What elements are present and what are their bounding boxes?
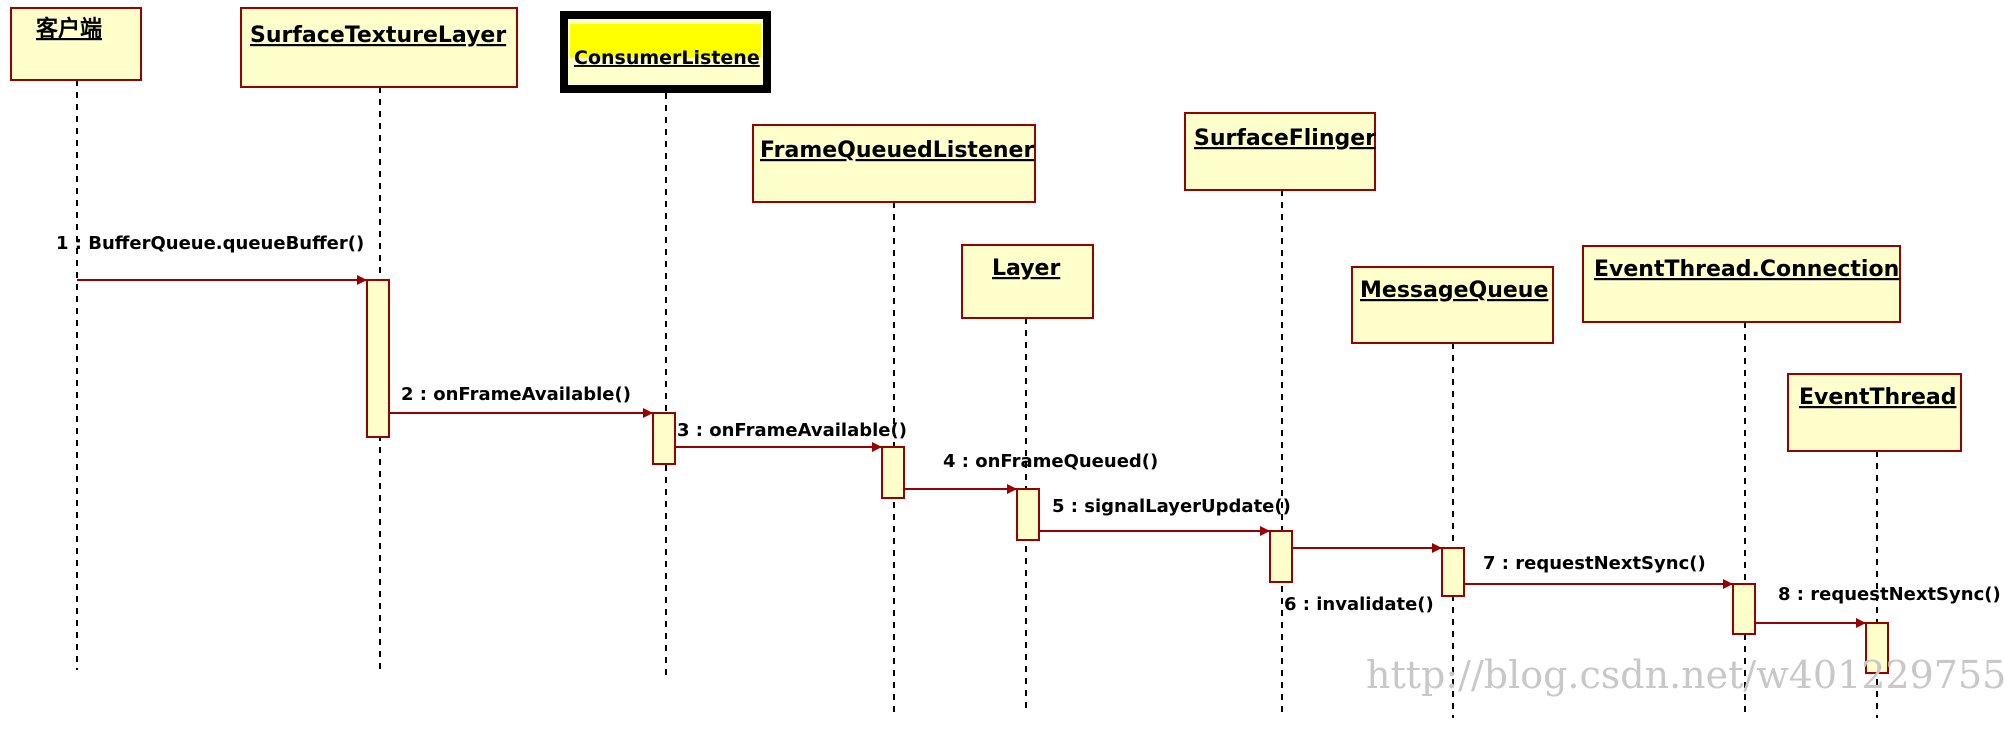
message-6[interactable]: 6 : invalidate() bbox=[1284, 543, 1442, 615]
message-1[interactable]: 1 : BufferQueue.queueBuffer() bbox=[56, 233, 367, 285]
message-7[interactable]: 7 : requestNextSync() bbox=[1464, 553, 1733, 589]
activation-bar bbox=[366, 279, 390, 438]
watermark: http://blog.csdn.net/w401229755 bbox=[1366, 653, 2004, 697]
actor-surface-texture-layer-label: SurfaceTextureLayer bbox=[250, 23, 506, 48]
message-3-label: 3 : onFrameAvailable() bbox=[677, 420, 907, 441]
actor-event-thread-label: EventThread bbox=[1799, 385, 1957, 410]
activation-bar bbox=[1441, 547, 1465, 597]
message-5[interactable]: 5 : signalLayerUpdate() bbox=[1039, 496, 1291, 536]
message-7-label: 7 : requestNextSync() bbox=[1483, 553, 1706, 574]
actor-consumer-listener[interactable]: ConsumerListene bbox=[560, 11, 771, 93]
actor-event-thread[interactable]: EventThread bbox=[1787, 373, 1962, 452]
activation-bar bbox=[1732, 583, 1756, 635]
actor-surface-flinger-label: SurfaceFlinger bbox=[1194, 126, 1376, 151]
message-8-label: 8 : requestNextSync() bbox=[1778, 584, 2001, 605]
message-2[interactable]: 2 : onFrameAvailable() bbox=[389, 384, 653, 418]
actor-surface-texture-layer[interactable]: SurfaceTextureLayer bbox=[240, 7, 518, 88]
activation-bar bbox=[652, 412, 676, 465]
message-6-label: 6 : invalidate() bbox=[1284, 594, 1434, 615]
actor-event-thread-connection[interactable]: EventThread.Connection bbox=[1582, 245, 1901, 323]
actor-client-label: 客户端 bbox=[36, 16, 102, 42]
message-4[interactable]: 4 : onFrameQueued() bbox=[904, 451, 1158, 494]
actor-frame-queued-listener-label: FrameQueuedListener bbox=[760, 138, 1034, 163]
actor-consumer-listener-label: ConsumerListene bbox=[574, 47, 760, 69]
actor-message-queue-label: MessageQueue bbox=[1360, 278, 1548, 303]
selection-highlight bbox=[570, 24, 761, 58]
message-5-label: 5 : signalLayerUpdate() bbox=[1052, 496, 1291, 517]
message-3[interactable]: 3 : onFrameAvailable() bbox=[675, 420, 907, 452]
message-8[interactable]: 8 : requestNextSync() bbox=[1755, 584, 2001, 628]
actor-layer-label: Layer bbox=[992, 256, 1060, 281]
actor-client[interactable]: 客户端 bbox=[10, 7, 142, 81]
actor-event-thread-connection-label: EventThread.Connection bbox=[1594, 257, 1899, 282]
message-2-label: 2 : onFrameAvailable() bbox=[401, 384, 631, 405]
activation-bar bbox=[881, 446, 905, 499]
actor-frame-queued-listener[interactable]: FrameQueuedListener bbox=[752, 124, 1036, 203]
actor-surface-flinger[interactable]: SurfaceFlinger bbox=[1184, 112, 1376, 191]
activations bbox=[366, 279, 1889, 674]
activation-bar bbox=[1016, 488, 1040, 541]
message-1-label: 1 : BufferQueue.queueBuffer() bbox=[56, 233, 364, 254]
actor-layer[interactable]: Layer bbox=[961, 244, 1094, 319]
message-4-label: 4 : onFrameQueued() bbox=[943, 451, 1158, 472]
actor-message-queue[interactable]: MessageQueue bbox=[1351, 266, 1554, 344]
activation-bar bbox=[1269, 530, 1293, 583]
activation-bar bbox=[1865, 622, 1889, 674]
